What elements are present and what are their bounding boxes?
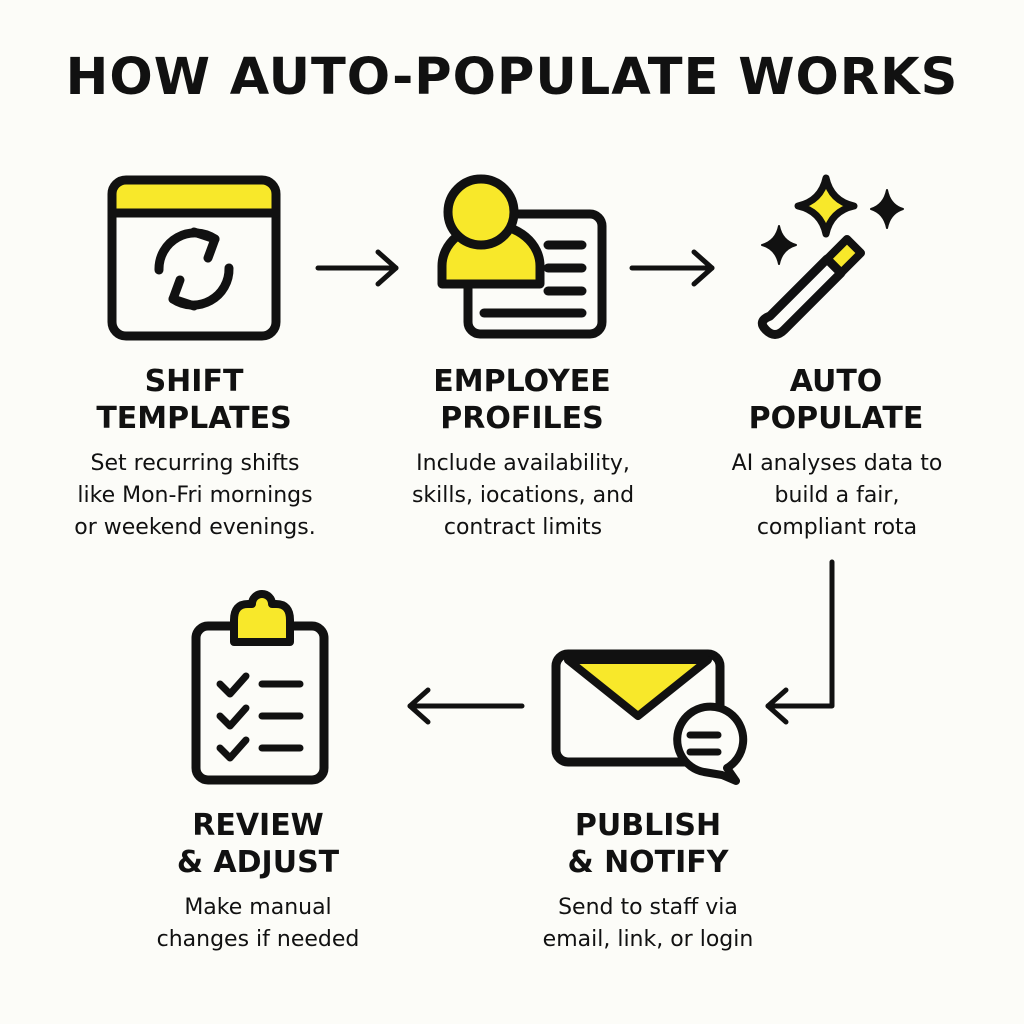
step-1-title: SHIFT TEMPLATES — [96, 364, 292, 436]
step-2-description: Include availability, skills, iocations,… — [411, 451, 635, 540]
page-title: HOW AUTO-POPULATE WORKS — [65, 48, 959, 107]
step-2-title: EMPLOYEE PROFILES — [433, 364, 611, 436]
magic-wand-icon — [757, 174, 904, 339]
arrow-2-to-3 — [629, 249, 715, 287]
arrow-1-to-2 — [315, 249, 399, 287]
calendar-refresh-icon — [107, 175, 281, 341]
step-3-title: AUTO POPULATE — [748, 364, 924, 436]
step-1-description: Set recurring shifts like Mon-Fri mornin… — [74, 451, 316, 540]
arrow-3-to-4 — [765, 559, 835, 725]
step-5-title: REVIEW & ADJUST — [176, 808, 340, 880]
clipboard-checklist-icon — [191, 590, 329, 785]
step-4-title: PUBLISH & NOTIFY — [567, 808, 729, 880]
step-5-description: Make manual changes if needed — [156, 895, 360, 952]
step-3-description: AI analyses data to build a fair, compli… — [731, 451, 943, 540]
step-4-description: Send to staff via email, link, or login — [542, 895, 754, 952]
envelope-chat-icon — [551, 649, 748, 785]
arrow-4-to-5 — [407, 687, 525, 725]
profile-card-icon — [437, 174, 607, 339]
